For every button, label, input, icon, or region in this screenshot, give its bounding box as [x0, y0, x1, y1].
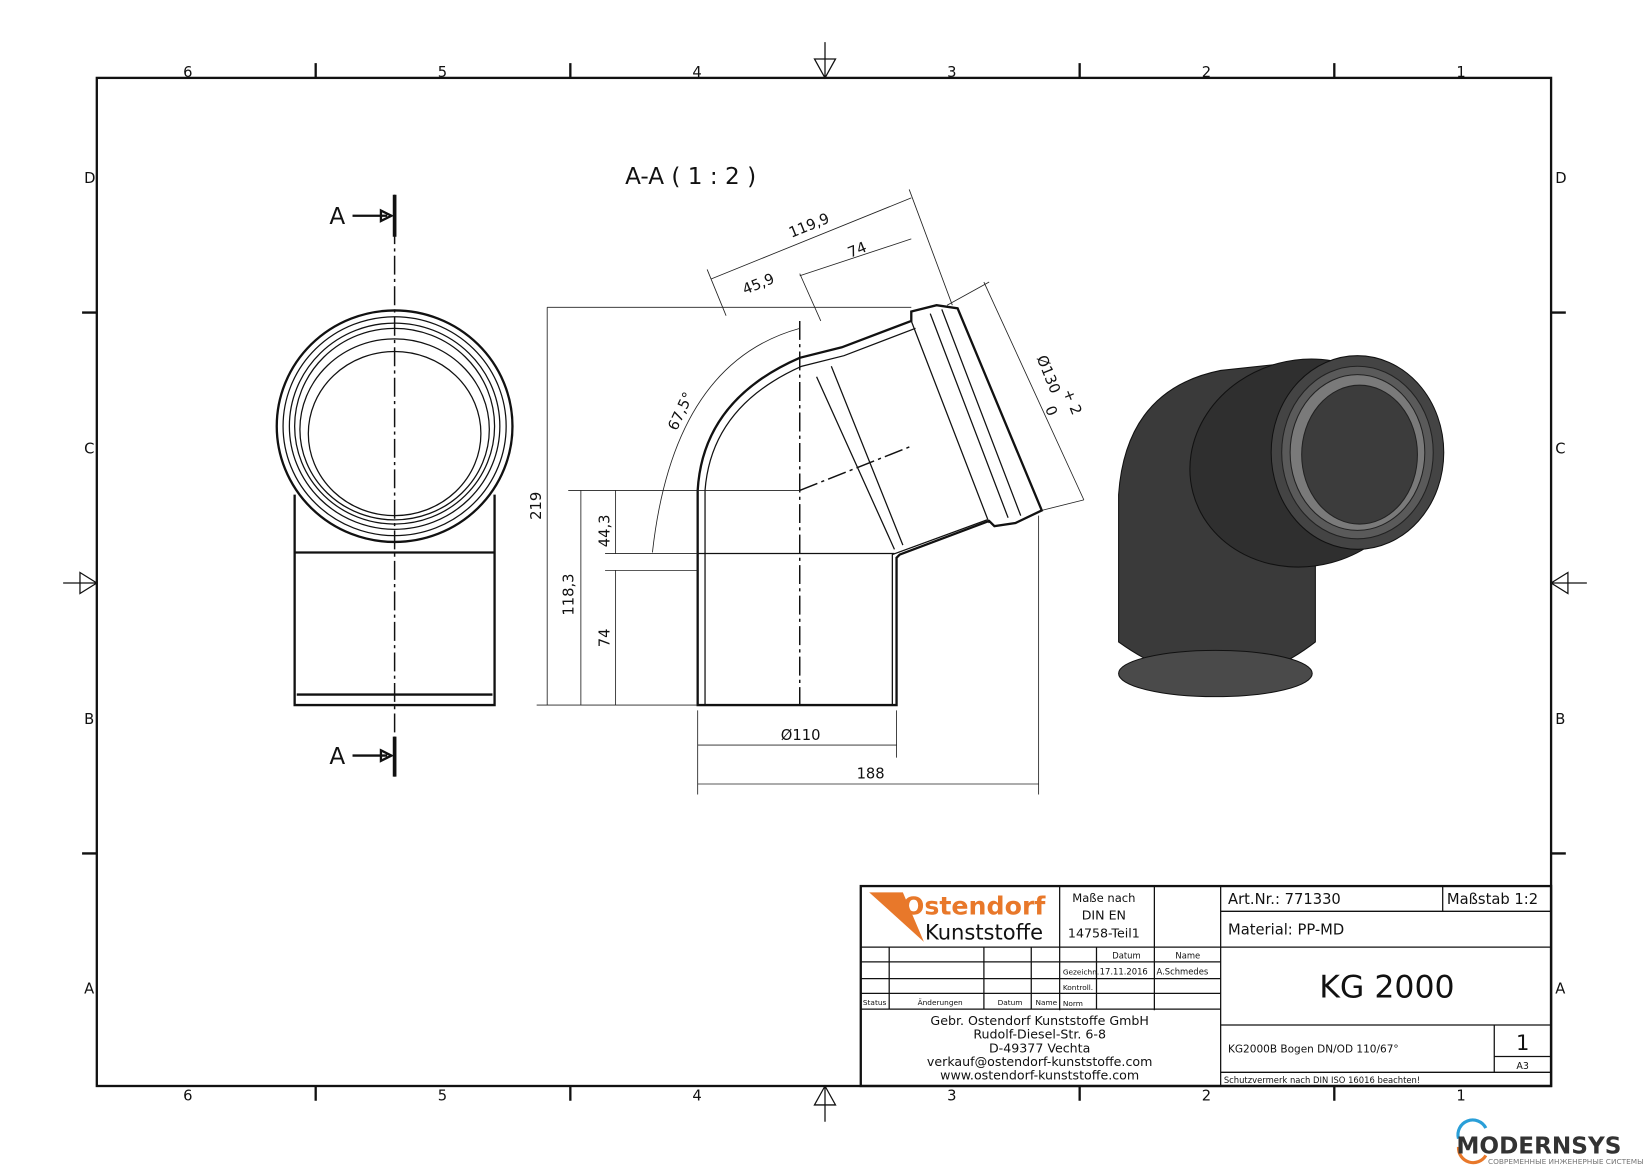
gezeichn-name: A.Schmedes: [1156, 966, 1208, 976]
rev-datum-label: Datum: [998, 998, 1023, 1007]
col-label: 6: [183, 1088, 192, 1105]
front-view: A A: [275, 194, 514, 777]
article-number: Art.Nr.: 771330: [1228, 891, 1341, 908]
dim-dia-110: Ø110: [781, 727, 821, 744]
product-name: KG 2000: [1319, 970, 1454, 1006]
sheet-number: 1: [1516, 1030, 1529, 1055]
dim-118-3: 118,3: [561, 573, 578, 615]
drawing-frame: [95, 76, 1553, 1088]
col-label: 5: [438, 1088, 447, 1105]
col-label: 2: [1202, 1088, 1211, 1105]
modernsys-watermark: MODERNSYS СОВРЕМЕННЫЕ ИНЖЕНЕРНЫЕ СИСТЕМЫ: [1456, 1118, 1644, 1166]
section-title: A-A ( 1 : 2 ): [625, 164, 756, 190]
col-label: 4: [692, 64, 701, 81]
standard-line: 14758-Teil1: [1068, 926, 1140, 941]
col-label: 1: [1456, 64, 1465, 81]
border-column-labels: 6 5 4 3 2 1 6 5 4 3 2 1: [183, 64, 1466, 1105]
col-label: 4: [692, 1088, 701, 1105]
gezeichn-date: 17.11.2016: [1100, 966, 1148, 976]
aenderungen-label: Änderungen: [918, 998, 963, 1007]
title-block: Ostendorf Kunststoffe Maße nach DIN EN 1…: [859, 884, 1553, 1088]
dim-219: 219: [528, 492, 545, 520]
pipe-bend-3d-render: [1118, 355, 1445, 698]
logo-text: Ostendorf: [903, 891, 1047, 920]
col-label: 2: [1202, 64, 1211, 81]
col-label: 5: [438, 64, 447, 81]
dim-74-top: 74: [845, 239, 869, 262]
dim-tol-upper: + 2: [1059, 387, 1085, 418]
row-label: A: [84, 980, 94, 997]
dim-119-9: 119,9: [786, 210, 831, 242]
row-label: C: [84, 441, 94, 458]
col-label: 1: [1456, 1088, 1465, 1105]
row-label: C: [1555, 441, 1565, 458]
material: Material: PP-MD: [1228, 921, 1344, 938]
section-marker-bottom: A: [329, 744, 345, 770]
kontroll-label: Kontroll.: [1063, 983, 1093, 992]
section-marker-top: A: [329, 204, 345, 230]
standard-line: Maße nach: [1072, 891, 1135, 905]
gezeichn-label: Gezeichn.: [1063, 967, 1099, 976]
border-ticks: [82, 63, 1566, 1101]
col-label: 3: [947, 1088, 956, 1105]
dim-45-9: 45,9: [740, 270, 777, 298]
col-label: 6: [183, 64, 192, 81]
company-line: www.ostendorf-kunststoffe.com: [940, 1068, 1139, 1083]
dim-tol-lower: 0: [1041, 403, 1060, 418]
dimension-lines: [536, 189, 1085, 795]
dim-dia-130: Ø130: [1033, 353, 1064, 396]
col-label: 3: [947, 64, 956, 81]
dim-44-3: 44,3: [596, 514, 613, 547]
sheet-format: A3: [1516, 1061, 1529, 1072]
standard-line: DIN EN: [1082, 908, 1126, 923]
name-header: Name: [1175, 951, 1200, 961]
protection-note: Schutzvermerk nach DIN ISO 16016 beachte…: [1224, 1075, 1420, 1085]
row-label: A: [1555, 980, 1565, 997]
watermark-brand: MODERNSYS: [1456, 1133, 1621, 1159]
row-label: B: [84, 711, 94, 728]
company-line: Rudolf-Diesel-Str. 6-8: [973, 1027, 1106, 1042]
status-label: Status: [863, 998, 887, 1007]
datum-header: Datum: [1112, 951, 1140, 961]
logo-subtext: Kunststoffe: [925, 920, 1043, 945]
border-row-labels: D C B A D C B A: [84, 170, 1566, 997]
company-line: verkauf@ostendorf-kunststoffe.com: [927, 1054, 1152, 1069]
rev-name-label: Name: [1035, 998, 1057, 1007]
dimension-labels: 119,9 74 45,9 67,5° Ø130 + 2 0 219 118,3…: [528, 210, 1085, 783]
centering-arrows-icon: [63, 42, 1587, 1122]
company-line: D-49377 Vechta: [989, 1040, 1090, 1055]
scale: Maßstab 1:2: [1447, 891, 1538, 908]
norm-label: Norm: [1063, 999, 1083, 1008]
row-label: D: [84, 170, 95, 187]
logo-mark: [869, 892, 924, 942]
dim-74-left: 74: [596, 628, 613, 647]
company-line: Gebr. Ostendorf Kunststoffe GmbH: [930, 1013, 1148, 1028]
part-description: KG2000B Bogen DN/OD 110/67°: [1228, 1043, 1399, 1055]
section-view: [696, 304, 1044, 707]
row-label: B: [1555, 711, 1565, 728]
dim-188: 188: [857, 766, 885, 783]
watermark-tagline: СОВРЕМЕННЫЕ ИНЖЕНЕРНЫЕ СИСТЕМЫ: [1488, 1157, 1644, 1166]
dim-angle: 67,5°: [665, 390, 697, 434]
row-label: D: [1555, 170, 1566, 187]
